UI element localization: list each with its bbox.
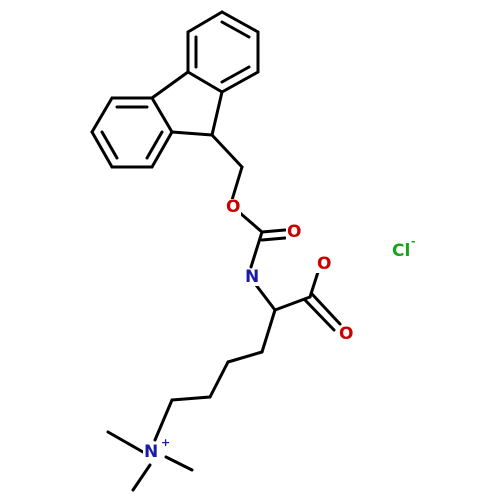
fluorene-bridge <box>150 70 224 137</box>
fluorene-lower-ring <box>90 96 174 169</box>
backbone-bonds <box>153 270 342 442</box>
amide-nitrogen-label: N <box>244 267 261 287</box>
carboxylate-oxygen-label: O <box>316 254 333 274</box>
chloride-charge-label: - <box>411 235 416 248</box>
chloride-label: Cl <box>391 241 412 261</box>
fluorene-upper-ring <box>186 10 260 94</box>
ammonium-nitrogen-label: N <box>143 442 160 462</box>
ester-oxygen-label: O <box>225 197 242 217</box>
carbonyl-oxygen-label: O <box>286 222 303 242</box>
ammonium-charge-label: + <box>161 436 171 449</box>
trimethyl-bonds <box>106 430 194 492</box>
acid-carbonyl-oxygen-label: O <box>338 324 355 344</box>
fmoc-linker-bonds <box>210 133 287 269</box>
